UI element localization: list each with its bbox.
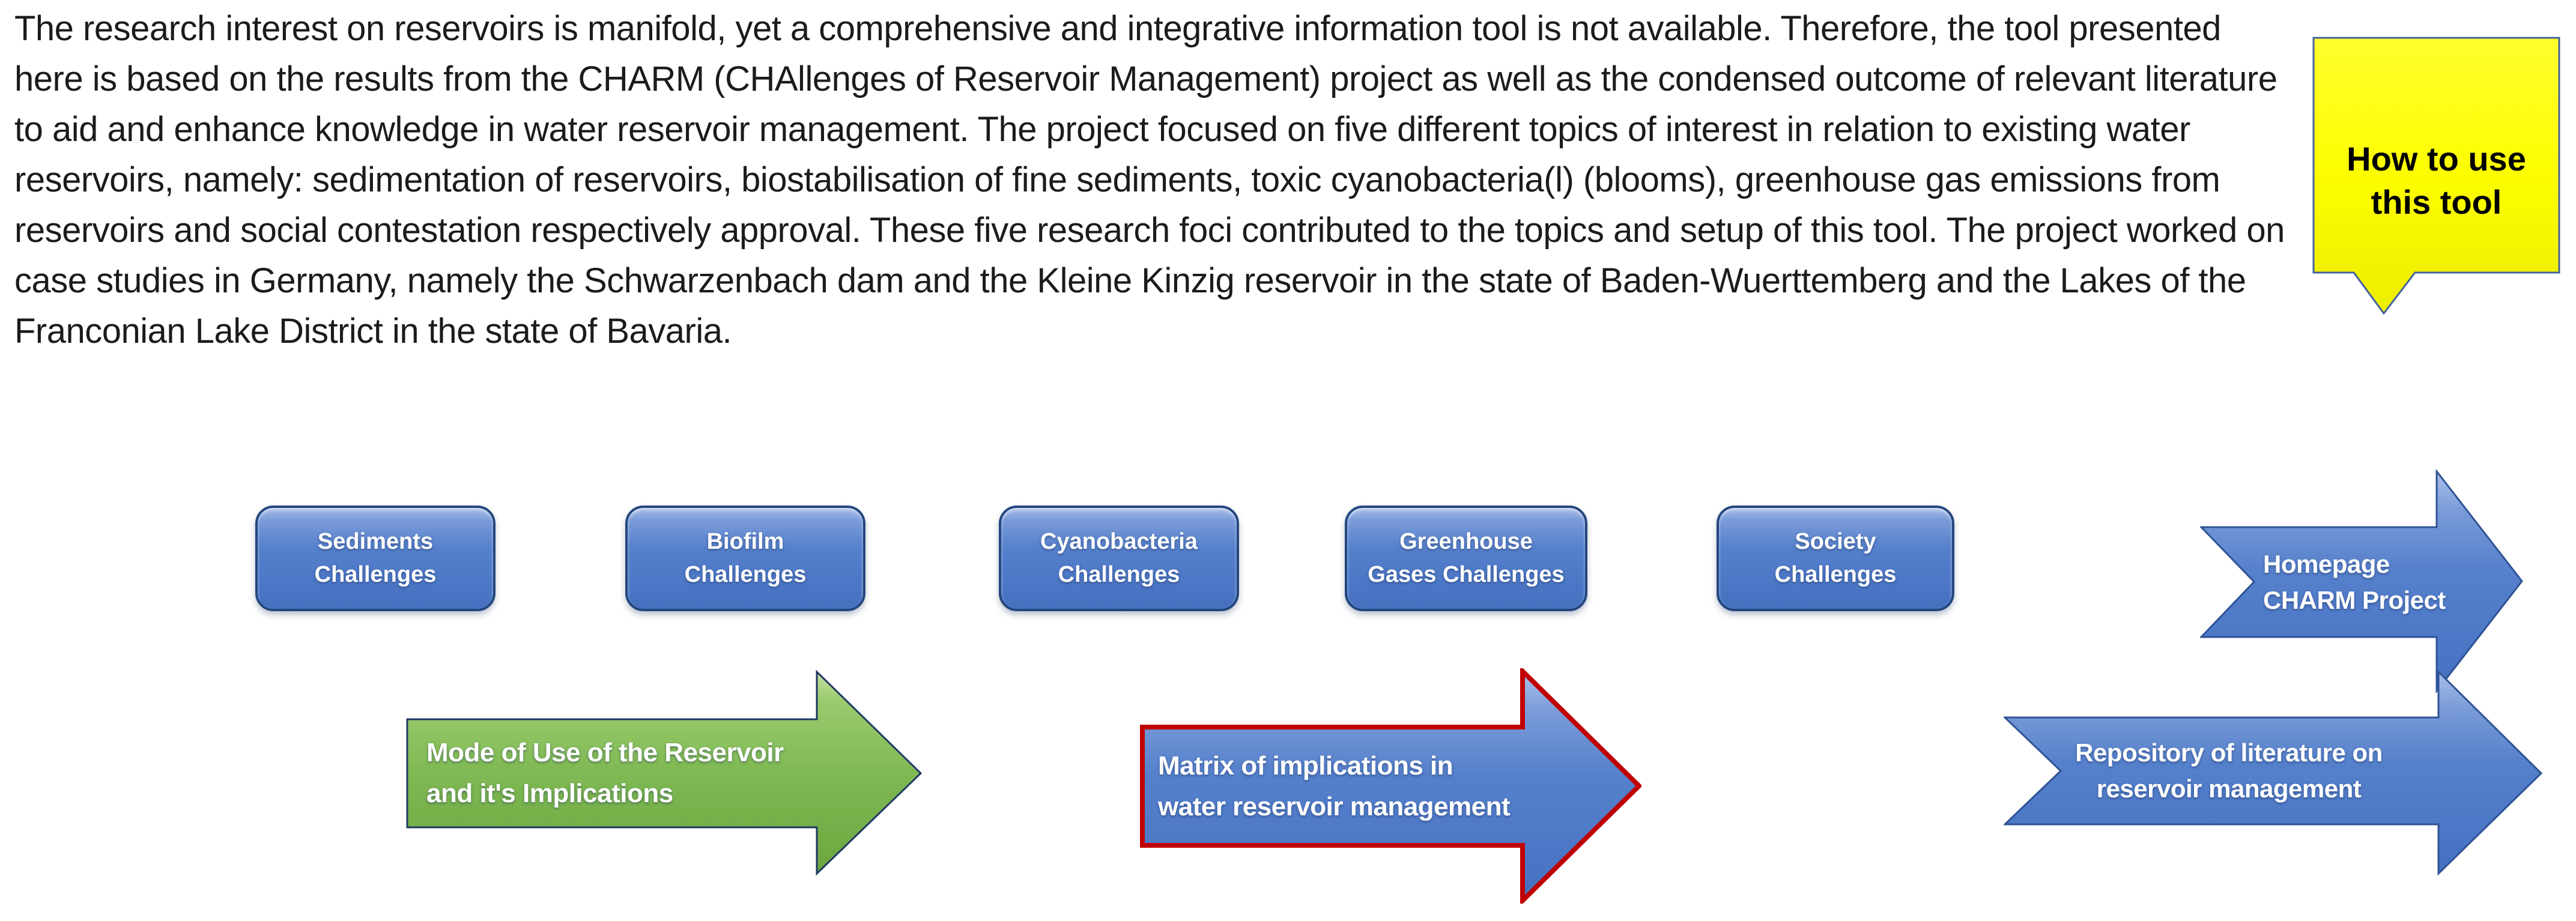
button-label-line: Challenges <box>1058 562 1180 587</box>
arrow-repository-literature[interactable]: Repository of literature on reservoir ma… <box>2004 670 2542 875</box>
button-label-line: Biofilm <box>706 529 784 554</box>
button-cyanobacteria-challenges[interactable]: Cyanobacteria Challenges <box>999 506 1239 611</box>
arrow-matrix-implications[interactable]: Matrix of implications in water reservoi… <box>1140 668 1641 904</box>
intro-paragraph: The research interest on reservoirs is m… <box>14 9 2285 351</box>
button-society-challenges[interactable]: Society Challenges <box>1717 506 1954 611</box>
button-biofilm-challenges[interactable]: Biofilm Challenges <box>625 506 865 611</box>
arrow-label-line: Repository of literature on <box>2075 738 2383 767</box>
arrow-label: Mode of Use of the Reservoir and it's Im… <box>426 719 784 827</box>
arrow-polygon <box>2004 670 2542 875</box>
button-label-line: Society <box>1795 529 1876 554</box>
callout-bubble-shape <box>2312 37 2560 315</box>
arrow-label-line: and it's Implications <box>426 779 673 808</box>
arrow-homepage-charm-project[interactable]: Homepage CHARM Project <box>2200 470 2523 693</box>
arrow-label-line: Matrix of implications in <box>1158 750 1453 781</box>
arrow-label-line: Mode of Use of the Reservoir <box>426 738 784 767</box>
arrow-label-line: CHARM Project <box>2263 585 2446 614</box>
arrow-polygon <box>2200 470 2523 693</box>
arrow-label: Repository of literature on reservoir ma… <box>2061 717 2397 824</box>
button-label-line: Sediments <box>317 529 434 554</box>
arrow-label: Homepage CHARM Project <box>2263 527 2446 637</box>
button-label-line: Challenges <box>314 562 437 587</box>
button-label-line: Greenhouse <box>1399 529 1533 554</box>
callout-line: this tool <box>2371 183 2502 221</box>
button-label-line: Challenges <box>684 562 807 587</box>
callout-line: How to use <box>2347 140 2526 178</box>
right-arrow-icon <box>406 670 922 875</box>
button-label-line: Cyanobacteria <box>1040 529 1198 554</box>
arrow-mode-of-use[interactable]: Mode of Use of the Reservoir and it's Im… <box>406 670 922 875</box>
button-sediments-challenges[interactable]: Sediments Challenges <box>255 506 496 611</box>
callout-label: How to use this tool <box>2312 137 2560 224</box>
right-arrow-icon <box>2200 470 2523 693</box>
arrow-label: Matrix of implications in water reservoi… <box>1158 727 1511 845</box>
button-greenhouse-gases-challenges[interactable]: Greenhouse Gases Challenges <box>1345 506 1587 611</box>
button-label-line: Challenges <box>1774 562 1897 587</box>
arrow-polygon <box>1140 668 1641 904</box>
arrow-label-line: Homepage <box>2263 549 2390 578</box>
right-arrow-icon <box>2004 670 2542 875</box>
arrow-polygon <box>406 670 922 875</box>
how-to-use-callout[interactable]: How to use this tool <box>2312 37 2560 315</box>
button-label-line: Gases Challenges <box>1368 562 1565 587</box>
right-arrow-icon <box>1140 668 1641 904</box>
arrow-label-line: reservoir management <box>2096 775 2362 803</box>
callout-bubble-polygon <box>2312 37 2560 315</box>
arrow-label-line: water reservoir management <box>1158 791 1511 821</box>
